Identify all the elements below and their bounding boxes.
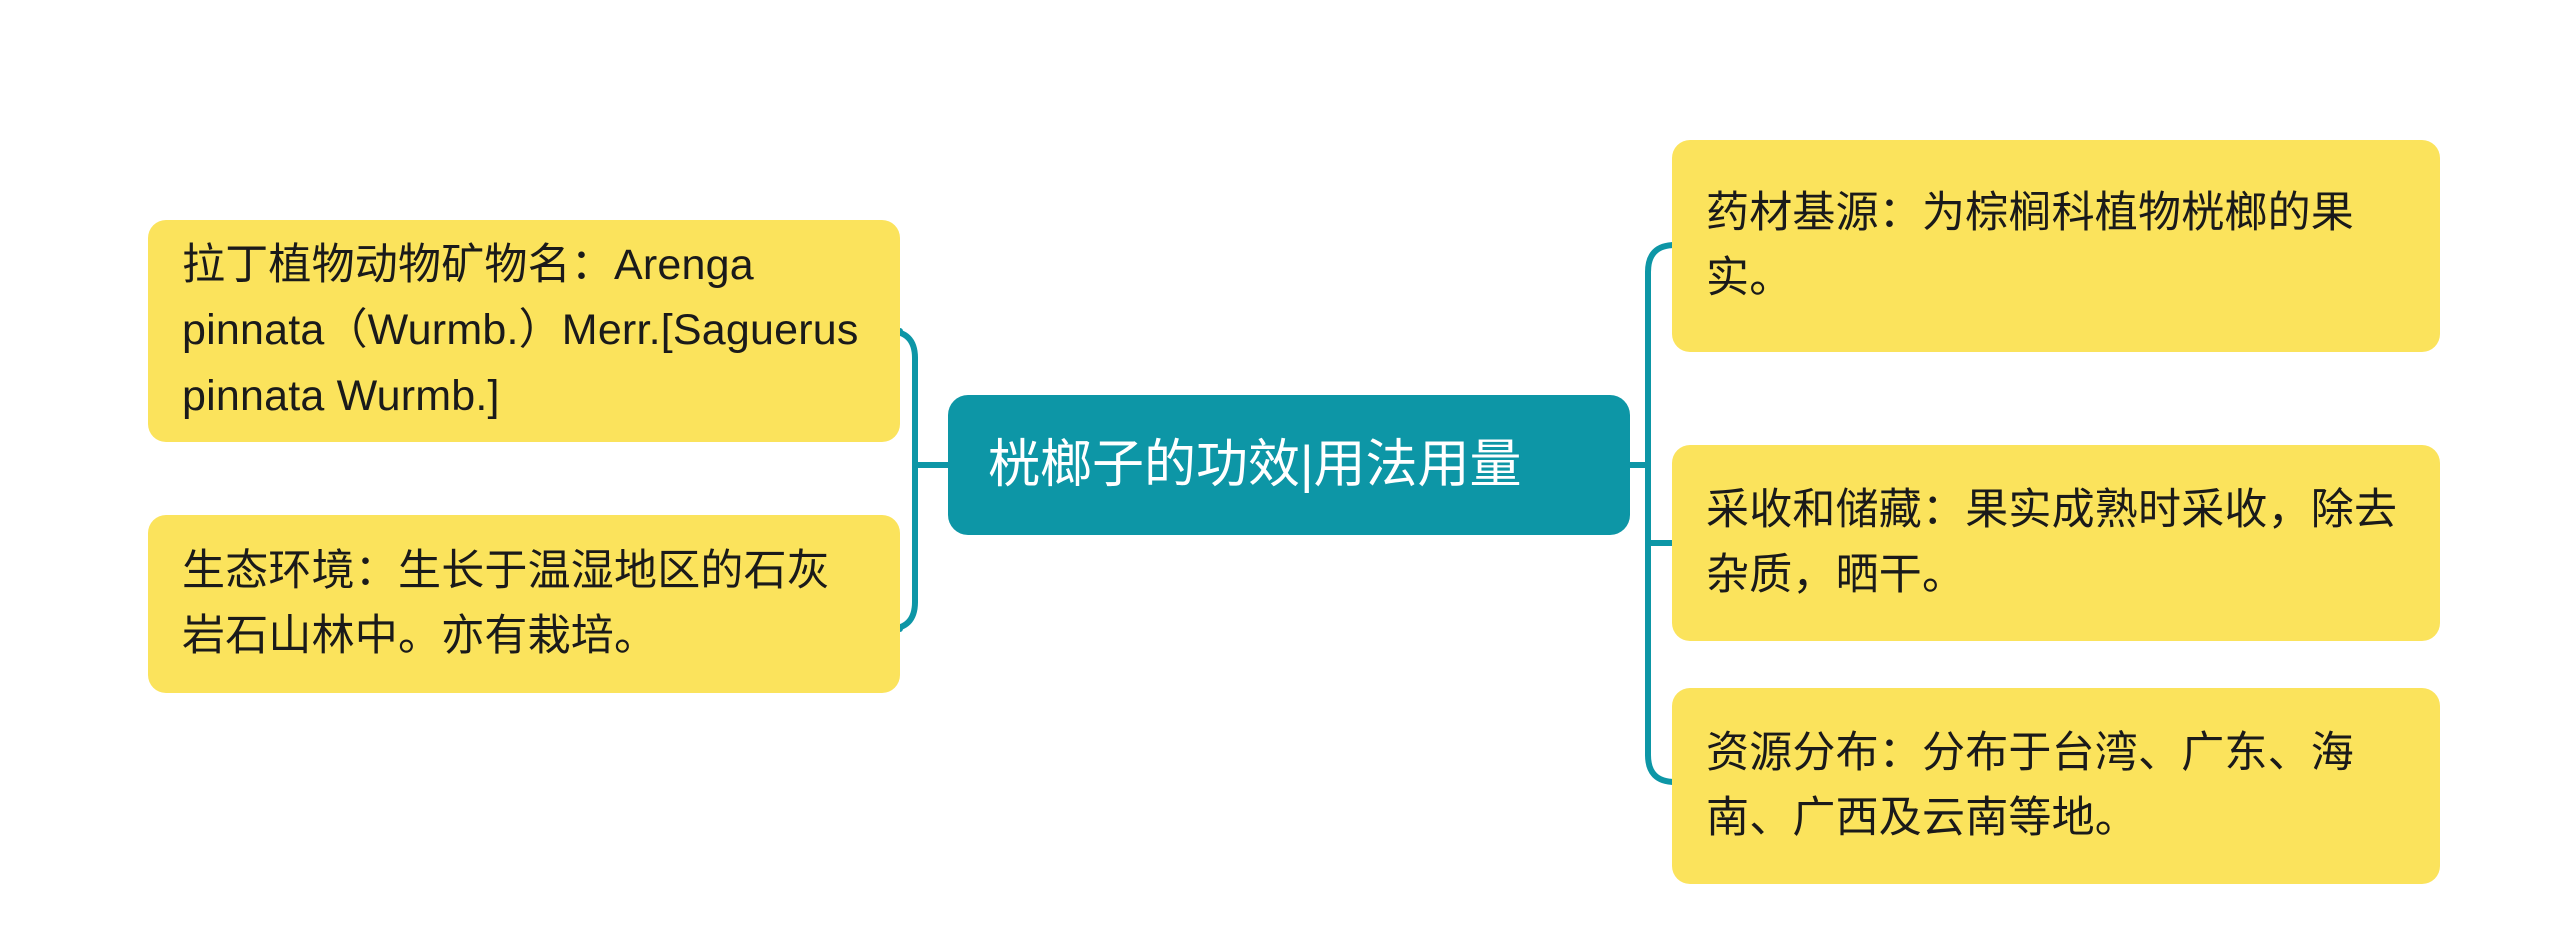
mindmap-root-node[interactable]: 桄榔子的功效|用法用量 — [948, 395, 1630, 535]
mindmap-root-node-label: 桄榔子的功效|用法用量 — [988, 435, 1522, 494]
mindmap-node-harvest-label: 采收和储藏：果实成熟时采收，除去杂质，晒干。 — [1706, 485, 2398, 599]
mindmap-node-source[interactable]: 药材基源：为棕榈科植物桄榔的果实。 — [1672, 140, 2440, 352]
mindmap-node-latin-name[interactable]: 拉丁植物动物矿物名：Arenga pinnata（Wurmb.）Merr.[Sa… — [148, 220, 900, 442]
mindmap-node-ecology-label: 生态环境：生长于温湿地区的石灰岩石山林中。亦有栽培。 — [182, 546, 830, 660]
mindmap-node-ecology[interactable]: 生态环境：生长于温湿地区的石灰岩石山林中。亦有栽培。 — [148, 515, 900, 693]
mindmap-node-latin-name-label: 拉丁植物动物矿物名：Arenga pinnata（Wurmb.）Merr.[Sa… — [182, 240, 871, 420]
connector-right-branch-distribution — [1645, 752, 1678, 785]
mindmap-node-distribution[interactable]: 资源分布：分布于台湾、广东、海南、广西及云南等地。 — [1672, 688, 2440, 884]
mindmap-node-source-label: 药材基源：为棕榈科植物桄榔的果实。 — [1706, 188, 2354, 302]
mindmap-node-harvest[interactable]: 采收和储藏：果实成熟时采收，除去杂质，晒干。 — [1672, 445, 2440, 641]
connector-right-branch-source — [1645, 242, 1678, 275]
mindmap-node-distribution-label: 资源分布：分布于台湾、广东、海南、广西及云南等地。 — [1706, 728, 2354, 842]
